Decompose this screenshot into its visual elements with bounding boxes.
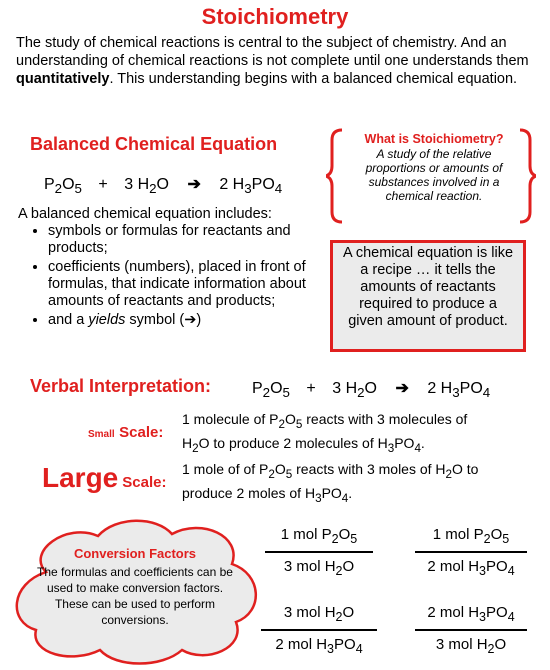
verbal-interpretation-heading: Verbal Interpretation: [30, 376, 212, 396]
plus-sign: + [306, 380, 316, 397]
conversion-fraction: 1 mol P2O5 3 mol H2O [264, 526, 374, 578]
balanced-equation-heading: Balanced Chemical Equation [30, 134, 278, 154]
list-item: coefficients (numbers), placed in front … [48, 259, 318, 310]
intro-text-end: . This understanding begins with a balan… [109, 71, 518, 87]
large-scale-text: 1 mole of of P2O5 reacts with 3 moles of… [182, 461, 479, 505]
balanced-equation: P2O5 + 3 H2O ➔ 2 H3PO4 [44, 174, 282, 196]
conversion-fraction: 3 mol H2O 2 mol H3PO4 [260, 604, 378, 656]
list-item: and a yields symbol (➔) [48, 312, 318, 329]
conversion-factors-heading: Conversion Factors [73, 546, 197, 561]
reactant-2: 3 H2O [332, 380, 377, 401]
intro-text: The study of chemical reactions is centr… [16, 35, 529, 69]
recipe-box: A chemical equation is like a recipe … i… [330, 240, 526, 352]
reactant-1: P2O5 [44, 176, 82, 197]
recipe-text: A chemical equation is like a recipe … i… [342, 245, 514, 329]
what-is-heading: What is Stoichiometry? [364, 132, 504, 146]
verbal-equation: P2O5 + 3 H2O ➔ 2 H3PO4 [252, 378, 490, 400]
conversion-fraction: 2 mol H3PO4 3 mol H2O [414, 604, 528, 656]
what-is-definition: A study of the relative proportions or a… [365, 147, 503, 203]
small-scale-label: Small Scale: [88, 424, 164, 441]
intro-bold-word: quantitatively [16, 71, 110, 87]
plus-sign: + [98, 176, 108, 193]
yields-arrow-icon: ➔ [395, 380, 409, 397]
what-is-stoichiometry: What is Stoichiometry? A study of the re… [338, 132, 530, 203]
yields-arrow-icon: ➔ [187, 176, 201, 193]
conversion-factors-cloud: Conversion Factors The formulas and coef… [22, 546, 248, 628]
list-item: symbols or formulas for reactants and pr… [48, 223, 318, 257]
cloud-shape [15, 519, 257, 665]
curly-braces-icon [326, 128, 536, 224]
small-scale-text: 1 molecule of P2O5 reacts with 3 molecul… [182, 411, 468, 455]
reactant-1: P2O5 [252, 380, 290, 401]
page-title: Stoichiometry [201, 4, 349, 29]
conversion-fraction: 1 mol P2O5 2 mol H3PO4 [414, 526, 528, 578]
product: 2 H3PO4 [427, 380, 491, 401]
product: 2 H3PO4 [219, 176, 283, 197]
includes-list: A balanced chemical equation includes: s… [18, 206, 318, 329]
reactant-2: 3 H2O [124, 176, 169, 197]
intro-paragraph: The study of chemical reactions is centr… [16, 34, 536, 88]
conversion-factors-text: The formulas and coefficients can be use… [37, 565, 233, 627]
list-intro: A balanced chemical equation includes: [18, 206, 272, 222]
